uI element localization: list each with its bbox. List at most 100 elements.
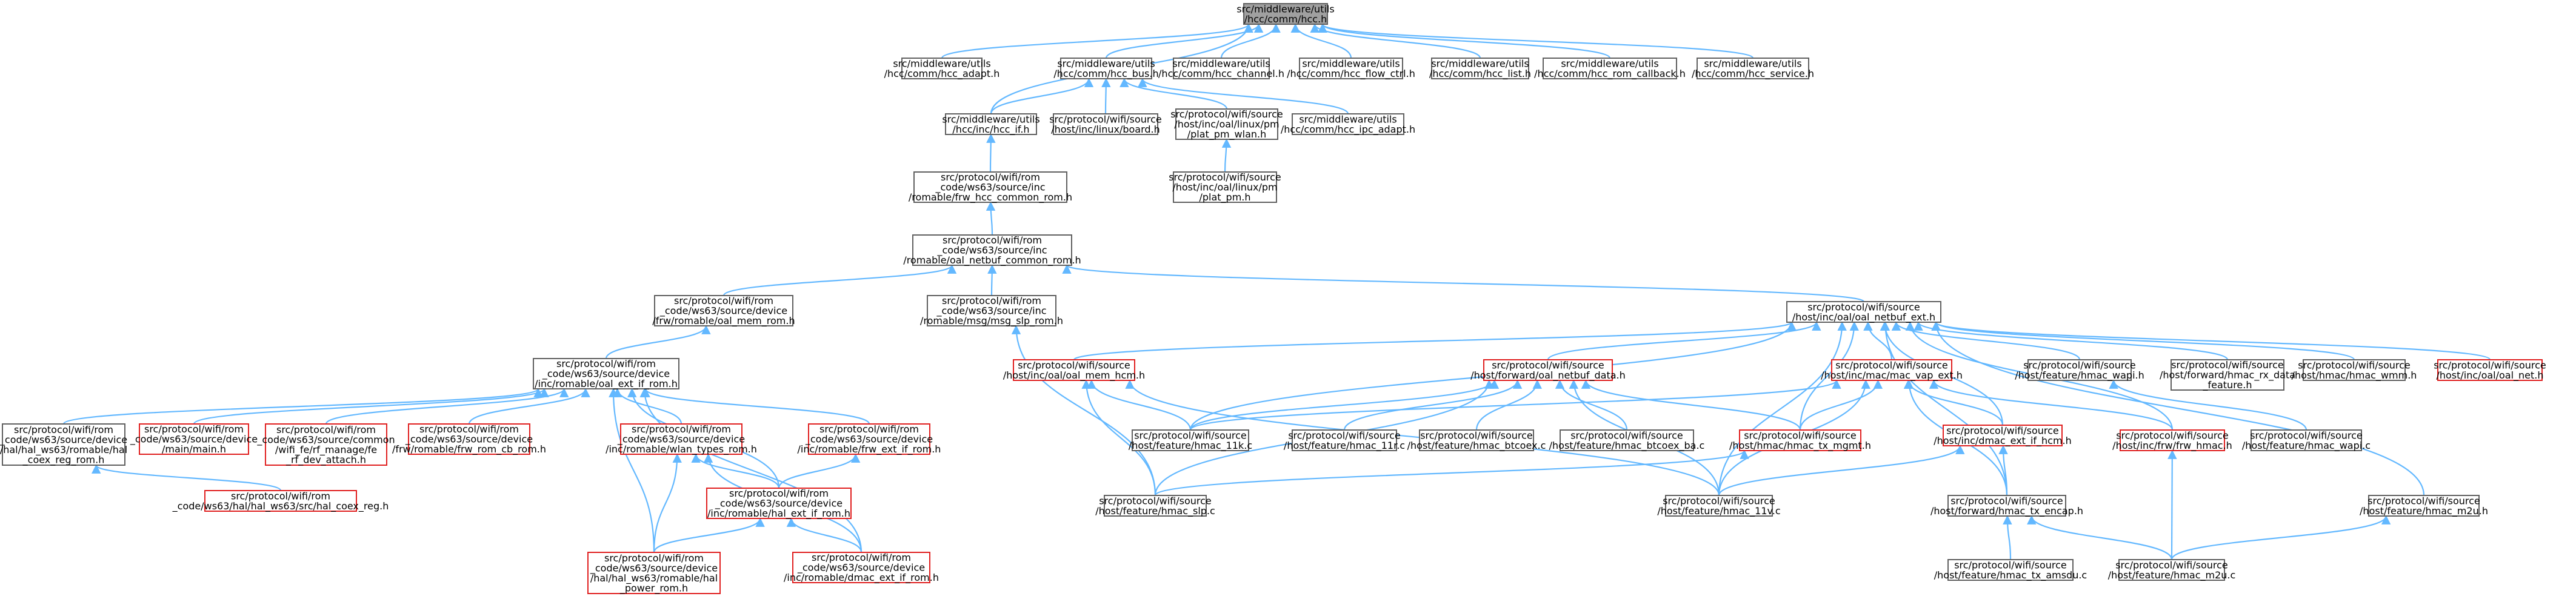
graph-node-n36[interactable]: src/protocol/wifi/source/host/hmac/hmac_… <box>1729 429 1871 452</box>
edge-n1-to-n0 <box>941 23 1253 59</box>
graph-node-n4[interactable]: src/middleware/utils/hcc/comm/hcc_flow_c… <box>1287 58 1415 80</box>
graph-node-n27[interactable]: src/protocol/wifi/rom_code/ws63/source/d… <box>130 423 258 455</box>
node-label-line: /romable/frw_hcc_common_rom.h <box>909 191 1072 204</box>
graph-node-n28[interactable]: src/protocol/wifi/rom_code/ws63/source/c… <box>256 423 395 466</box>
graph-node-n10[interactable]: src/protocol/wifi/source/host/inc/oal/li… <box>1170 108 1283 141</box>
node-box <box>912 234 1072 266</box>
graph-node-n38[interactable]: src/protocol/wifi/source/host/inc/frw/fr… <box>2112 429 2232 452</box>
node-label-line: src/protocol/wifi/source <box>2171 359 2284 371</box>
node-box <box>1173 58 1270 79</box>
graph-node-n6[interactable]: src/middleware/utils/hcc/comm/hcc_rom_ca… <box>1534 58 1686 80</box>
node-label-line: src/protocol/wifi/source <box>1663 495 1775 506</box>
graph-node-n29[interactable]: src/protocol/wifi/rom_code/ws63/source/d… <box>392 423 546 455</box>
node-label-line: src/protocol/wifi/source <box>2115 559 2228 571</box>
graph-node-n30[interactable]: src/protocol/wifi/rom_code/ws63/source/d… <box>606 423 757 455</box>
graph-node-n16[interactable]: src/protocol/wifi/rom_code/ws63/source/i… <box>920 295 1063 327</box>
node-box <box>2437 359 2543 381</box>
node-box <box>1292 429 1397 451</box>
edge-n21-to-n17 <box>1863 321 1893 360</box>
node-label-line: src/protocol/wifi/source <box>1954 559 2067 571</box>
node-label-line: src/protocol/wifi/rom <box>942 295 1041 306</box>
graph-node-n42[interactable]: src/protocol/wifi/source/host/feature/hm… <box>1095 495 1215 517</box>
node-label-line: /host/inc/dmac_ext_if_hcm.h <box>1934 435 2072 447</box>
graph-node-n26[interactable]: src/protocol/wifi/rom_code/ws63/source/d… <box>0 423 127 466</box>
edge-n18-to-n15 <box>605 325 711 359</box>
node-label-line: _code/ws63/source/device <box>405 434 533 446</box>
graph-node-n34[interactable]: src/protocol/wifi/source/host/feature/hm… <box>1407 429 1546 452</box>
graph-node-n7[interactable]: src/middleware/utils/hcc/comm/hcc_servic… <box>1692 58 1814 80</box>
graph-node-n33[interactable]: src/protocol/wifi/source/host/feature/hm… <box>1284 429 1405 452</box>
graph-node-n48[interactable]: src/protocol/wifi/source/host/feature/hm… <box>1934 559 2087 581</box>
graph-node-n47[interactable]: src/protocol/wifi/rom_code/ws63/source/d… <box>784 552 939 584</box>
node-label-line: src/protocol/wifi/source <box>1170 108 1283 120</box>
edge-n32-to-n21 <box>1189 379 1841 431</box>
node-box <box>654 295 793 326</box>
graph-node-n40[interactable]: src/protocol/wifi/rom_code/ws63/hal/hal_… <box>172 490 389 512</box>
node-label-line: _code/ws63/source/device <box>805 434 933 446</box>
graph-node-n45[interactable]: src/protocol/wifi/source/host/feature/hm… <box>2360 495 2488 517</box>
graph-node-n32[interactable]: src/protocol/wifi/source/host/feature/hm… <box>1129 429 1252 452</box>
graph-node-n12[interactable]: src/protocol/wifi/rom_code/ws63/source/i… <box>909 171 1072 204</box>
graph-node-n22[interactable]: src/protocol/wifi/source/host/feature/hm… <box>2015 359 2144 382</box>
graph-node-n37[interactable]: src/protocol/wifi/source/host/inc/dmac_e… <box>1934 425 2072 447</box>
graph-node-n18[interactable]: src/protocol/wifi/rom_code/ws63/source/d… <box>533 358 679 390</box>
graph-node-n35[interactable]: src/protocol/wifi/source/host/feature/hm… <box>1549 429 1705 452</box>
node-box <box>620 423 742 455</box>
node-label-line: /host/inc/linux/board.h <box>1051 124 1160 135</box>
graph-node-n31[interactable]: src/protocol/wifi/rom_code/ws63/source/d… <box>798 423 941 455</box>
graph-node-n39[interactable]: src/protocol/wifi/source/host/feature/hm… <box>2242 429 2371 452</box>
graph-node-n2[interactable]: src/middleware/utils/hcc/comm/hcc_bus.h <box>1053 58 1159 80</box>
node-label-line: src/protocol/wifi/source <box>1018 359 1130 371</box>
graph-node-n5[interactable]: src/middleware/utils/hcc/comm/hcc_list.h <box>1429 58 1531 80</box>
graph-node-n3[interactable]: src/middleware/utils/hcc/comm/hcc_channe… <box>1158 58 1284 80</box>
edge-n19-to-n17 <box>1073 321 1797 361</box>
node-label-line: /host/hmac/hmac_wmm.h <box>2292 369 2417 382</box>
graph-node-n17[interactable]: src/protocol/wifi/source/host/inc/oal/oa… <box>1786 301 1941 323</box>
graph-node-n1[interactable]: src/middleware/utils/hcc/comm/hcc_adapt.… <box>884 58 1000 80</box>
graph-node-n49[interactable]: src/protocol/wifi/source/host/feature/hm… <box>2108 559 2236 581</box>
edge-n36-to-n20 <box>1581 379 1801 431</box>
graph-node-n8[interactable]: src/middleware/utils/hcc/inc/hcc_if.h <box>942 113 1040 136</box>
node-box <box>1831 359 1952 381</box>
node-label-line: /host/inc/mac/mac_vap_ext.h <box>1821 369 1963 382</box>
graph-node-n21[interactable]: src/protocol/wifi/source/host/inc/mac/ma… <box>1821 359 1963 382</box>
node-label-line: /inc/romable/wlan_types_rom.h <box>606 443 757 455</box>
node-box <box>1543 58 1677 79</box>
node-label-line: src/protocol/wifi/source <box>1099 495 1212 506</box>
graph-node-n13[interactable]: src/protocol/wifi/source/host/inc/oal/li… <box>1169 171 1281 204</box>
graph-node-n41[interactable]: src/protocol/wifi/rom_code/ws63/source/d… <box>706 488 852 520</box>
graph-node-n23[interactable]: src/protocol/wifi/source/host/forward/hm… <box>2160 359 2295 391</box>
edge-n15-to-n14 <box>722 264 957 296</box>
graph-node-n15[interactable]: src/protocol/wifi/rom_code/ws63/source/d… <box>652 295 795 327</box>
node-box <box>2027 359 2132 381</box>
node-label-line: _code/ws63/source/inc <box>936 245 1047 257</box>
node-label-line: /romable/msg/msg_slp_rom.h <box>920 315 1063 327</box>
graph-node-n11[interactable]: src/middleware/utils/hcc/comm/hcc_ipc_ad… <box>1281 113 1415 136</box>
node-label-line: src/protocol/wifi/source <box>2250 429 2363 441</box>
graph-node-n46[interactable]: src/protocol/wifi/rom_code/ws63/source/d… <box>587 552 721 595</box>
node-label-line: _code/ws63/hal/hal_ws63/src/hal_coex_reg… <box>172 500 389 512</box>
node-label-line: _code/ws63/source/common <box>256 434 395 446</box>
edge-layer <box>62 23 2491 560</box>
edge-n25-to-n17 <box>1931 321 2491 361</box>
node-label-line: src/middleware/utils <box>1236 3 1334 15</box>
edge-n32-to-n20 <box>1189 379 1500 431</box>
node-label-line: src/middleware/utils <box>1057 58 1155 69</box>
node-box <box>2368 495 2480 517</box>
graph-node-n44[interactable]: src/protocol/wifi/source/host/forward/hm… <box>1930 495 2083 517</box>
node-box <box>1419 429 1534 451</box>
graph-node-n9[interactable]: src/protocol/wifi/source/host/inc/linux/… <box>1049 113 1162 135</box>
node-box <box>265 423 387 466</box>
node-box <box>1173 171 1277 203</box>
edge-n36-to-n21 <box>1799 379 1883 431</box>
graph-node-n43[interactable]: src/protocol/wifi/source/host/feature/hm… <box>1657 495 1781 517</box>
node-label-line: src/middleware/utils <box>1302 58 1400 69</box>
graph-node-n25[interactable]: src/protocol/wifi/source/host/inc/oal/oa… <box>2434 359 2546 382</box>
graph-node-n20[interactable]: src/protocol/wifi/source/host/forward/oa… <box>1470 359 1626 382</box>
graph-node-n24[interactable]: src/protocol/wifi/source/host/hmac/hmac_… <box>2292 359 2417 382</box>
graph-node-n14[interactable]: src/protocol/wifi/rom_code/ws63/source/i… <box>903 234 1081 266</box>
node-label-line: src/middleware/utils <box>1561 58 1658 69</box>
graph-node-n19[interactable]: src/protocol/wifi/source/host/inc/oal/oa… <box>1003 359 1145 382</box>
edge-n39-to-n22 <box>2109 379 2307 431</box>
